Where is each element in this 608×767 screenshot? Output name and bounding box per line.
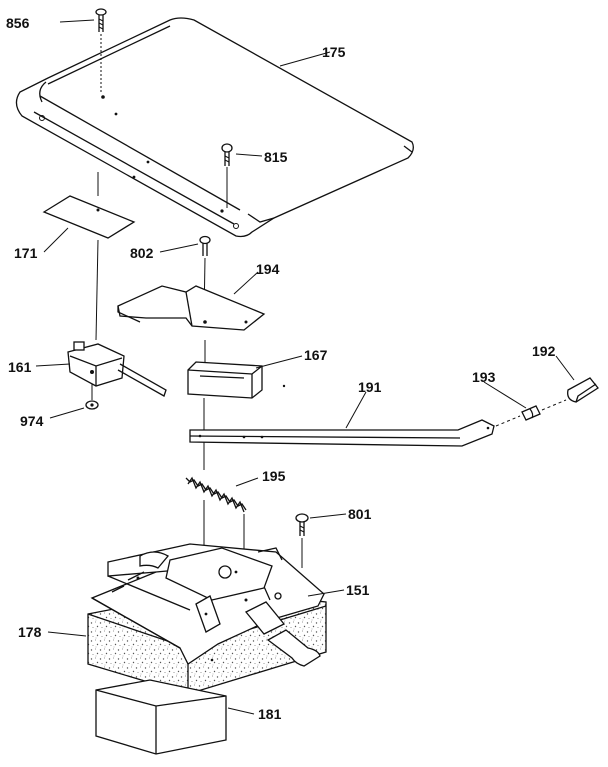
label-191: 191: [358, 379, 382, 395]
label-974: 974: [20, 413, 44, 429]
part-801-screw: [295, 513, 309, 568]
part-number-labels: 856 175 815 171 802 194 161 167 192 193 …: [6, 15, 556, 722]
part-171-insulator-pad: [42, 172, 136, 341]
part-192-knob: [567, 377, 599, 403]
label-195: 195: [262, 468, 286, 484]
label-815: 815: [264, 149, 288, 165]
label-161: 161: [8, 359, 32, 375]
part-175-cover-plate: [15, 17, 414, 238]
label-151: 151: [346, 582, 370, 598]
part-181-block: [95, 679, 227, 755]
label-801: 801: [348, 506, 372, 522]
part-974-nut: [85, 384, 99, 410]
part-151-chassis: [90, 543, 325, 667]
part-194-bracket: [117, 285, 266, 331]
label-194: 194: [256, 261, 280, 277]
part-815-screw: [221, 143, 233, 208]
part-191-rod: [189, 415, 521, 447]
label-175: 175: [322, 44, 346, 60]
part-161-switch: [67, 341, 167, 397]
label-167: 167: [304, 347, 328, 363]
part-856-screw: [95, 8, 107, 94]
label-802: 802: [130, 245, 154, 261]
label-856: 856: [6, 15, 30, 31]
label-171: 171: [14, 245, 38, 261]
label-181: 181: [258, 706, 282, 722]
part-193-clip: [521, 399, 567, 421]
label-192: 192: [532, 343, 556, 359]
label-178: 178: [18, 624, 42, 640]
leader-lines: [35, 19, 575, 715]
label-193: 193: [472, 369, 496, 385]
part-167-block: [187, 340, 286, 470]
